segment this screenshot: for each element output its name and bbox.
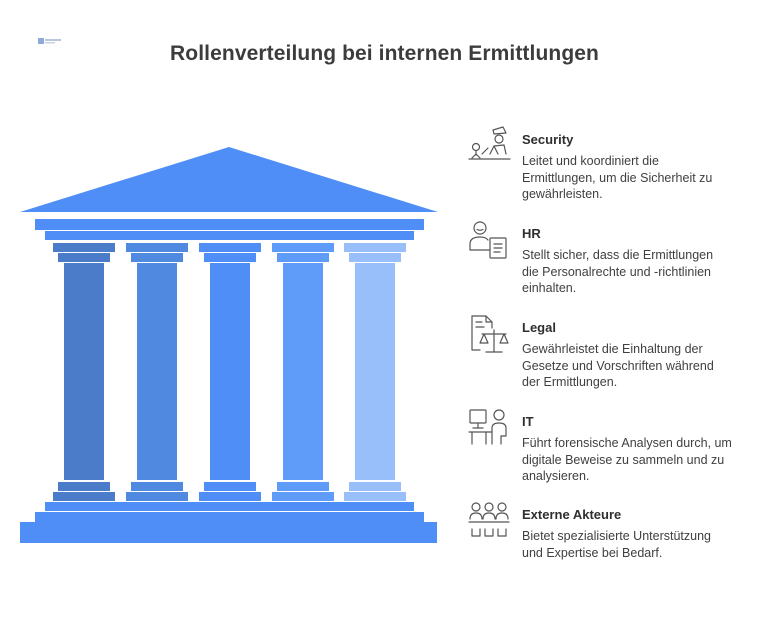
it-computer-person-icon xyxy=(468,409,507,445)
pillar-base-bottom xyxy=(126,492,188,501)
pillar-capital-bottom xyxy=(204,253,256,262)
pillar-capital-top xyxy=(53,243,115,252)
pillar-shaft xyxy=(283,263,323,480)
legal-scales-document-icon xyxy=(471,315,509,353)
pillar-base-top xyxy=(58,482,110,491)
napkin-logo-icon xyxy=(38,38,61,44)
pillar-capital-bottom xyxy=(131,253,183,262)
role-title: IT xyxy=(522,414,534,429)
pillar-base-bottom xyxy=(344,492,406,501)
temple-base-step-bottom xyxy=(20,522,437,543)
pillar-shaft xyxy=(137,263,177,480)
role-security: Security Leitet und koordiniert die Ermi… xyxy=(466,126,756,222)
pillar-base-bottom xyxy=(272,492,334,501)
hr-person-document-icon xyxy=(469,221,507,259)
external-group-icon xyxy=(468,502,510,537)
role-title: HR xyxy=(522,226,541,241)
pillar-base-top xyxy=(131,482,183,491)
role-external: Externe Akteure Bietet spezialisierte Un… xyxy=(466,502,756,597)
page-title: Rollenverteilung bei internen Ermittlung… xyxy=(170,42,599,65)
temple-roof-beam-lower xyxy=(45,231,414,240)
pillar-shaft xyxy=(355,263,395,480)
role-description: Bietet spezialisierte Unterstützung und … xyxy=(522,529,711,560)
security-guard-icon xyxy=(468,126,511,160)
temple-base-step-top xyxy=(45,502,414,511)
pillar-base-top xyxy=(277,482,329,491)
role-hr: HR Stellt sicher, dass die Ermittlungen … xyxy=(466,221,756,316)
pillar-capital-top xyxy=(272,243,334,252)
role-description: Gewährleistet die Einhaltung der Gesetze… xyxy=(522,342,714,389)
pillar-capital-top xyxy=(199,243,261,252)
pillar-capital-top xyxy=(344,243,406,252)
pillar-base-top xyxy=(204,482,256,491)
role-description: Leitet und koordiniert die Ermittlungen,… xyxy=(522,154,713,201)
role-description: Führt forensische Analysen durch, um dig… xyxy=(522,436,732,483)
role-legal: Legal Gewährleistet die Einhaltung der G… xyxy=(466,315,756,410)
pillar-shaft xyxy=(210,263,250,480)
role-title: Legal xyxy=(522,320,556,335)
role-title: Security xyxy=(522,132,574,147)
role-title: Externe Akteure xyxy=(522,507,622,522)
pillar-capital-bottom xyxy=(277,253,329,262)
pillar-capital-top xyxy=(126,243,188,252)
pillar-base-top xyxy=(349,482,401,491)
role-it: IT Führt forensische Analysen durch, um … xyxy=(466,409,756,504)
pillar-capital-bottom xyxy=(58,253,110,262)
temple-roof xyxy=(20,147,438,212)
pillar-base-bottom xyxy=(53,492,115,501)
pillar-capital-bottom xyxy=(349,253,401,262)
temple-base-step-middle xyxy=(35,512,424,522)
pillar-shaft xyxy=(64,263,104,480)
role-description: Stellt sicher, dass die Ermittlungen die… xyxy=(522,248,714,295)
temple-diagram xyxy=(20,147,438,543)
temple-roof-beam xyxy=(35,219,424,230)
pillar-base-bottom xyxy=(199,492,261,501)
